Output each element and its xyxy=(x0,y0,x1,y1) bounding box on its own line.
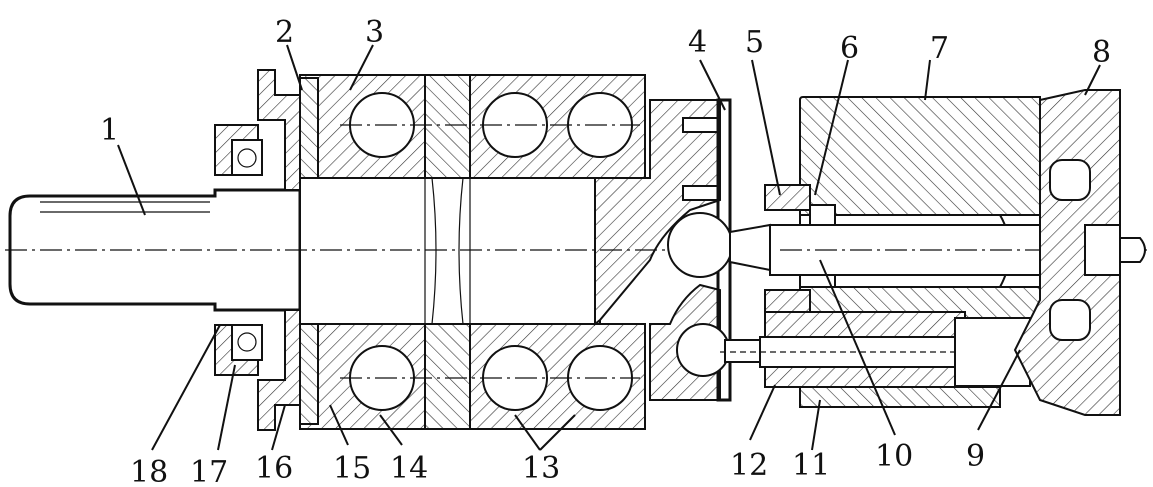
part-labels: 1 2 3 4 5 6 7 8 9 10 11 12 13 14 15 16 1… xyxy=(100,15,1111,487)
main-shaft xyxy=(299,177,601,325)
label-5: 5 xyxy=(745,25,764,60)
label-9: 9 xyxy=(966,439,985,474)
label-2: 2 xyxy=(275,15,294,50)
label-8: 8 xyxy=(1092,35,1111,70)
piston-assembly xyxy=(720,311,1031,408)
label-16: 16 xyxy=(255,451,293,486)
label-1: 1 xyxy=(100,113,119,148)
label-7: 7 xyxy=(930,31,949,66)
label-13: 13 xyxy=(522,451,560,486)
bearing-balls-bottom xyxy=(340,345,640,411)
label-14: 14 xyxy=(390,451,428,486)
label-17: 17 xyxy=(190,455,228,487)
label-10: 10 xyxy=(875,439,913,474)
spacer-ring xyxy=(299,77,319,425)
label-12: 12 xyxy=(730,448,768,483)
bearing-balls-top xyxy=(340,92,640,158)
front-cover xyxy=(214,69,301,431)
label-3: 3 xyxy=(365,15,384,50)
center-ball-joint xyxy=(667,212,771,278)
cylinder-block xyxy=(799,96,1041,321)
input-shaft xyxy=(8,188,302,312)
retaining-ring xyxy=(764,184,811,316)
leader-lines xyxy=(117,44,1101,451)
label-11: 11 xyxy=(792,448,830,483)
label-4: 4 xyxy=(688,25,707,60)
label-18: 18 xyxy=(130,455,168,487)
end-cover xyxy=(1013,89,1121,416)
label-6: 6 xyxy=(840,31,859,66)
label-15: 15 xyxy=(333,451,371,486)
